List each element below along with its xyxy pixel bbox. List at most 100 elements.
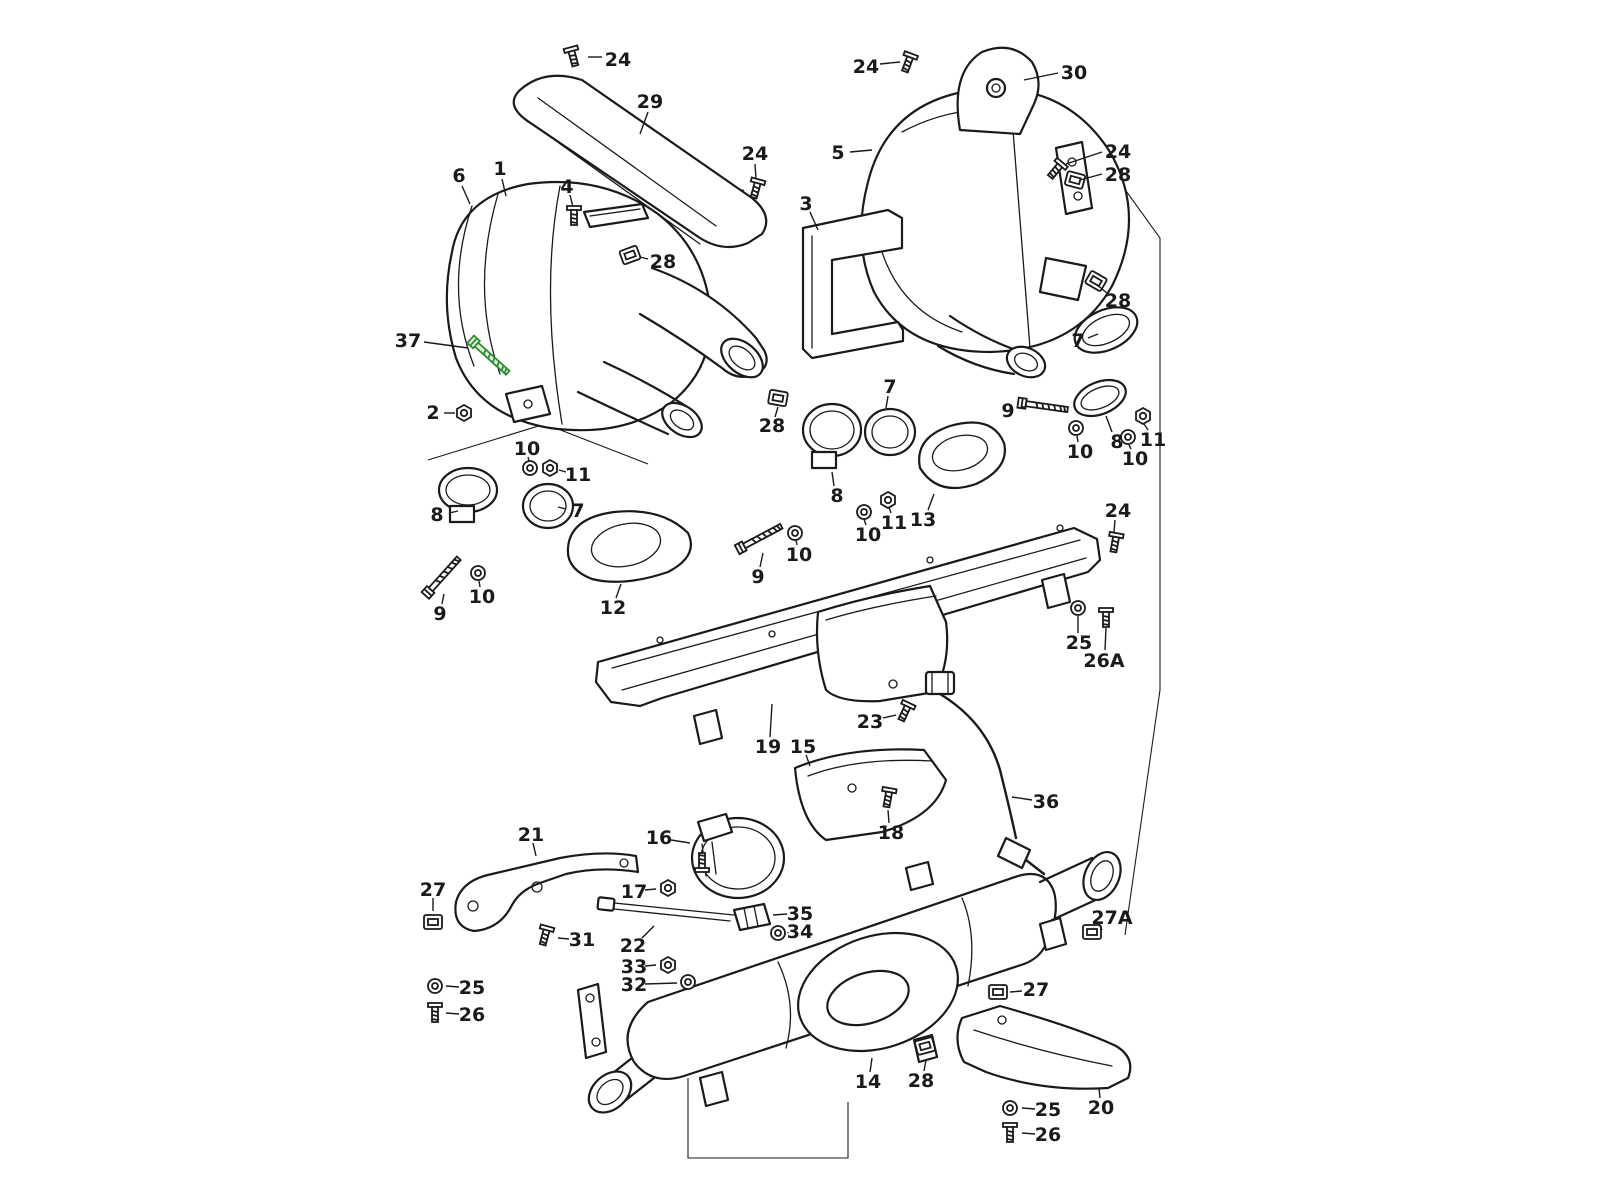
leader-line-9 — [441, 593, 445, 605]
screw-icon — [897, 50, 919, 75]
part-callout-23: 23 — [857, 711, 883, 733]
leader-line-11 — [558, 469, 567, 473]
clamps-art — [437, 306, 1139, 530]
part-callout-28: 28 — [759, 415, 785, 437]
leader-line-27 — [1009, 990, 1023, 993]
part-callout-27A: 27A — [1091, 907, 1132, 929]
washer-icon — [787, 525, 803, 541]
leader-line-30 — [1023, 72, 1059, 81]
part-callout-24: 24 — [742, 143, 768, 165]
leader-line-27A — [1097, 921, 1103, 931]
leader-line-1 — [501, 178, 507, 197]
nut-icon — [660, 879, 676, 897]
bolt-icon — [733, 520, 785, 556]
nut-icon — [1135, 407, 1151, 425]
leader-line-3 — [809, 211, 819, 231]
part-callout-4: 4 — [560, 176, 573, 198]
leader-line-7 — [885, 395, 889, 409]
part-callout-10: 10 — [1122, 448, 1148, 470]
part-callout-1: 1 — [493, 158, 506, 180]
part-callout-7: 7 — [571, 500, 584, 522]
bracket-4-art — [582, 202, 650, 229]
part-callout-10: 10 — [1067, 441, 1093, 463]
part-callout-26: 26 — [1035, 1124, 1061, 1146]
screw-icon — [1002, 1122, 1018, 1143]
part-callout-9: 9 — [433, 603, 446, 625]
part-callout-28: 28 — [1105, 164, 1131, 186]
part-callout-13: 13 — [910, 509, 936, 531]
leader-line-28 — [923, 1059, 927, 1072]
screw-icon — [535, 923, 556, 948]
part-callout-14: 14 — [855, 1071, 881, 1093]
washer-icon — [1068, 420, 1084, 436]
leader-line-29 — [639, 111, 649, 135]
oxygen-sensor-35-art — [596, 896, 772, 932]
tailpipe-13-art — [918, 421, 1006, 490]
part-callout-15: 15 — [790, 736, 816, 758]
leader-line-32 — [644, 982, 678, 985]
part-callout-27: 27 — [1023, 979, 1049, 1001]
part-callout-28: 28 — [1105, 290, 1131, 312]
leader-line-12 — [615, 583, 622, 599]
part-callout-7: 7 — [883, 376, 896, 398]
part-callout-11: 11 — [565, 464, 591, 486]
clamp-8-middle — [801, 402, 863, 458]
leader-line-10 — [527, 456, 530, 462]
leader-line-8 — [1105, 415, 1113, 433]
leader-line-21 — [532, 842, 537, 857]
leader-line-8 — [448, 510, 459, 514]
leader-line-10 — [863, 518, 867, 526]
washer-icon — [522, 460, 538, 476]
leader-line-24 — [1065, 151, 1103, 165]
leader-line-5 — [849, 149, 873, 153]
washer-icon — [470, 565, 486, 581]
part-callout-11: 11 — [1140, 429, 1166, 451]
nut-icon — [456, 404, 472, 422]
part-callout-18: 18 — [878, 822, 904, 844]
muffler-left-art — [445, 180, 768, 439]
washer-icon — [1002, 1100, 1018, 1116]
heat-exchanger-5-art — [860, 87, 1131, 379]
leader-line-6 — [461, 185, 471, 205]
muffler-14-art — [576, 851, 1122, 1114]
leader-line-22 — [641, 925, 655, 939]
part-callout-30: 30 — [1061, 62, 1087, 84]
leader-line-10 — [795, 539, 798, 546]
washer-icon — [680, 974, 696, 990]
washer-icon — [770, 925, 786, 941]
heat-shield-29-art — [512, 74, 768, 249]
clip-nut-icon — [988, 984, 1008, 1000]
leader-line-26A — [1104, 627, 1107, 651]
clamp-8-right — [1073, 378, 1127, 418]
leader-line-24 — [879, 61, 901, 65]
leader-line-25 — [445, 985, 460, 988]
clip-nut-icon — [423, 914, 443, 930]
part-callout-10: 10 — [786, 544, 812, 566]
leader-line-4 — [569, 194, 574, 208]
leader-line-13 — [927, 493, 935, 511]
leader-line-7 — [1087, 333, 1099, 339]
leader-line-10 — [478, 580, 481, 588]
leader-line-9 — [759, 552, 764, 568]
part-callout-10: 10 — [469, 586, 495, 608]
part-callout-8: 8 — [1110, 431, 1123, 453]
part-callout-27: 27 — [420, 879, 446, 901]
leader-line-20 — [1098, 1087, 1101, 1099]
leader-line-36 — [1011, 796, 1033, 801]
bracket-21-art — [454, 852, 640, 933]
part-callout-22: 22 — [620, 935, 646, 957]
part-callout-8: 8 — [430, 504, 443, 526]
washer-icon — [1070, 600, 1086, 616]
washer-icon — [856, 504, 872, 520]
part-callout-29: 29 — [637, 91, 663, 113]
screw-icon — [1105, 531, 1125, 554]
sensor-wire-36-art — [924, 670, 1046, 876]
part-callout-20: 20 — [1088, 1097, 1114, 1119]
part-callout-28: 28 — [908, 1070, 934, 1092]
leader-line-9 — [1017, 405, 1029, 409]
leader-line-33 — [644, 964, 657, 967]
screw-icon — [427, 1002, 443, 1023]
